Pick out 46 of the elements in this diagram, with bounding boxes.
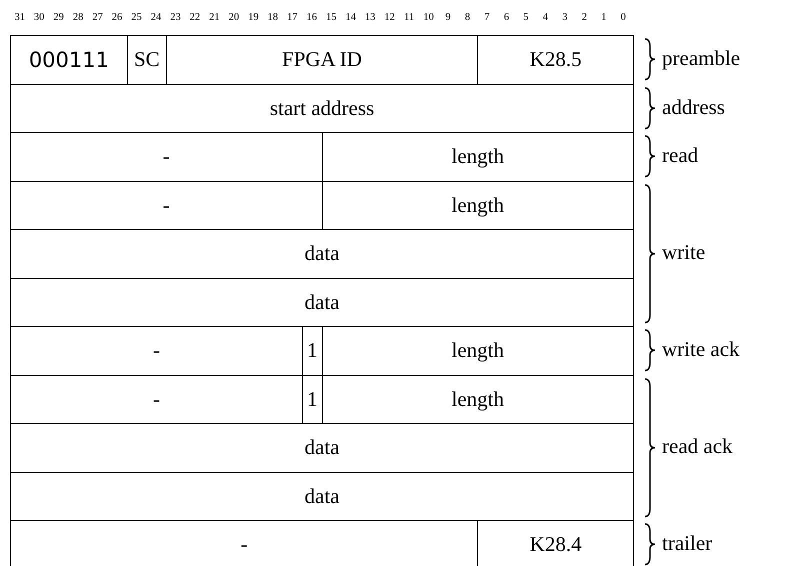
bit-number: 16 <box>306 12 318 23</box>
bit-number: 19 <box>247 12 260 23</box>
bit-number: 23 <box>169 12 182 23</box>
bit-number: 14 <box>344 12 357 23</box>
bit-number: 25 <box>130 12 143 23</box>
table-cell: data <box>10 472 634 521</box>
bit-number: 30 <box>32 12 46 23</box>
bit-number: 6 <box>502 12 510 23</box>
bit-number: 7 <box>483 12 491 23</box>
bit-number: 26 <box>110 12 124 23</box>
table-cell: K28.5 <box>477 35 634 84</box>
table-cell: data <box>10 423 634 472</box>
group-label: read <box>662 143 698 168</box>
group-label: preamble <box>662 46 740 72</box>
bit-number: 27 <box>91 12 104 23</box>
bit-number: 5 <box>522 12 530 23</box>
bit-number: 15 <box>324 12 338 23</box>
bit-number: 18 <box>266 12 280 23</box>
bit-number: 31 <box>13 12 26 23</box>
bit-number: 8 <box>464 12 472 23</box>
group-label: write ack <box>662 337 740 362</box>
bit-number: 21 <box>208 12 221 23</box>
bit-number: 11 <box>403 12 416 23</box>
bit-number: 10 <box>422 12 435 23</box>
table-cell: data <box>10 229 634 278</box>
bit-number: 28 <box>72 12 84 23</box>
group-label: read ack <box>662 434 733 460</box>
bit-number: 12 <box>383 12 396 23</box>
group-label: address <box>662 94 725 120</box>
bit-number: 17 <box>286 12 299 23</box>
table-cell: data <box>10 278 634 327</box>
bit-number: 0 <box>620 12 627 23</box>
table-cell: 000111 <box>10 35 128 84</box>
bit-number: 2 <box>580 12 588 23</box>
group-label: write <box>662 240 706 266</box>
bit-number: 20 <box>228 12 240 23</box>
bit-number: 1 <box>600 12 608 23</box>
bit-number: 3 <box>561 12 568 23</box>
bit-number: 13 <box>364 12 376 23</box>
bit-number: 29 <box>52 12 65 23</box>
group-label: trailer <box>662 531 712 556</box>
bit-number: 4 <box>542 12 549 23</box>
table-cell: start address <box>10 84 634 133</box>
bit-number: 22 <box>188 12 202 23</box>
bit-number: 9 <box>444 12 452 23</box>
bit-number: 24 <box>150 12 162 23</box>
